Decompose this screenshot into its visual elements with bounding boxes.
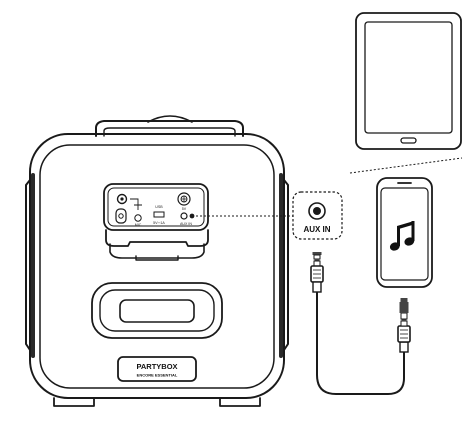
- port-label-aux: AUX IN: [180, 222, 192, 226]
- gain-knob[interactable]: [134, 214, 142, 222]
- device-divider: [349, 157, 463, 174]
- phone-screen: [380, 187, 429, 281]
- mic-port[interactable]: [115, 208, 127, 224]
- speaker-illustration: [25, 115, 289, 407]
- logo-plate: [117, 356, 197, 382]
- music-note-icon: [389, 221, 415, 251]
- speaker-right-grille: [283, 179, 289, 351]
- power-button-icon[interactable]: [116, 193, 128, 205]
- brand-model: ENCORE ESSENTIAL: [137, 373, 178, 378]
- port-cover: [105, 229, 209, 247]
- aux-jack-2[interactable]: [189, 213, 195, 219]
- phone-illustration: [376, 177, 433, 288]
- speaker-handle: [95, 120, 244, 137]
- usb-port[interactable]: [153, 211, 165, 218]
- aux-cable: [310, 252, 411, 395]
- cable-plug-bottom: [397, 298, 411, 353]
- brand-name: PARTYBOX: [136, 362, 177, 371]
- port-label-mic: MIC: [135, 223, 142, 227]
- speaker-light-window: [91, 282, 223, 339]
- port-label-usb-bottom: 5V⎓1A: [153, 221, 165, 225]
- tablet-illustration: [355, 12, 462, 150]
- speaker-left-grille: [25, 179, 31, 351]
- speaker-body: [29, 133, 285, 399]
- port-label-dc: 5V: [182, 207, 187, 211]
- dc-port[interactable]: [177, 192, 191, 206]
- port-label-usb-top: USB: [155, 205, 163, 209]
- tablet-home-button: [400, 137, 417, 144]
- cable-wire: [316, 292, 405, 395]
- cable-plug-top: [310, 252, 324, 293]
- mic-symbol-icon: [130, 198, 142, 210]
- speaker-feet: [53, 397, 261, 407]
- aux-jack[interactable]: [180, 212, 188, 220]
- panel-ports: [115, 192, 195, 224]
- port-panel: [103, 183, 209, 231]
- aux-in-callout: AUX IN: [292, 191, 343, 240]
- aux-jack-callout-icon: [308, 202, 326, 220]
- tablet-screen: [364, 21, 453, 134]
- aux-in-label: AUX IN: [303, 225, 330, 234]
